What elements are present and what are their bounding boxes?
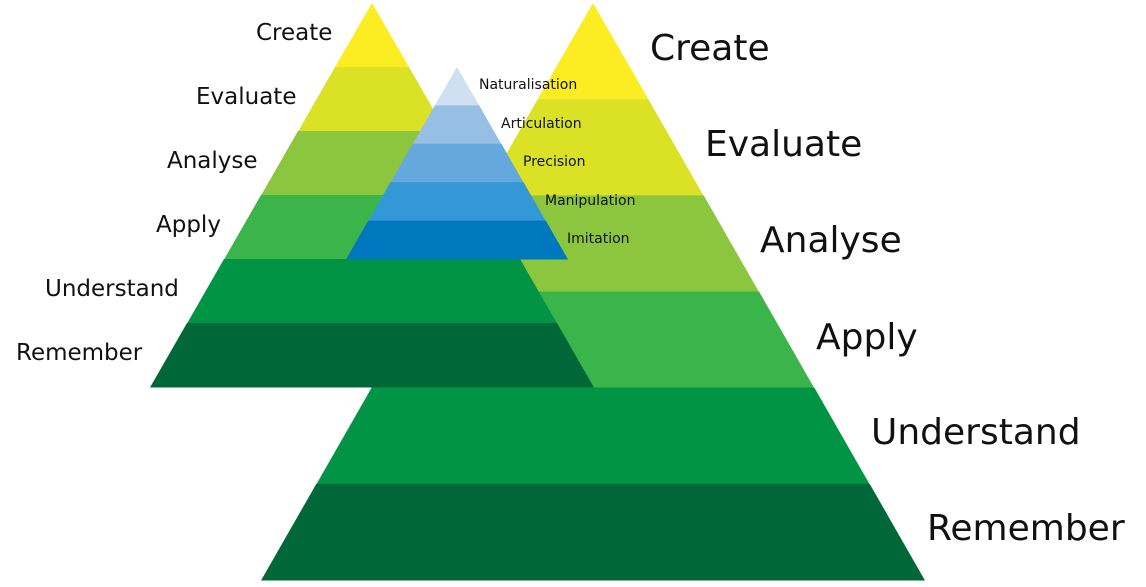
large-label-understand: Understand bbox=[871, 412, 1081, 453]
large-level-create bbox=[537, 3, 649, 100]
blue-label-articulation: Articulation bbox=[501, 116, 582, 132]
blue-label-imitation: Imitation bbox=[567, 231, 630, 247]
small-level-evaluate bbox=[298, 67, 446, 132]
psychomotor-level-articulation bbox=[412, 105, 502, 145]
large-label-evaluate: Evaluate bbox=[705, 124, 863, 165]
small-label-remember: Remember bbox=[16, 340, 143, 366]
small-label-create: Create bbox=[256, 20, 333, 46]
small-label-apply: Apply bbox=[156, 212, 221, 238]
large-level-remember bbox=[261, 483, 925, 581]
psychomotor-level-naturalisation bbox=[434, 67, 480, 106]
blue-label-naturalisation: Naturalisation bbox=[479, 77, 578, 93]
small-level-create bbox=[335, 3, 409, 67]
psychomotor-pyramid bbox=[346, 67, 568, 260]
large-label-create: Create bbox=[650, 28, 770, 69]
large-label-remember: Remember bbox=[927, 508, 1125, 549]
blue-label-manipulation: Manipulation bbox=[545, 193, 636, 209]
large-label-apply: Apply bbox=[816, 317, 918, 358]
small-label-evaluate: Evaluate bbox=[196, 84, 297, 110]
large-level-understand bbox=[316, 387, 870, 485]
small-level-understand bbox=[187, 259, 557, 324]
small-label-analyse: Analyse bbox=[167, 148, 258, 174]
psychomotor-level-imitation bbox=[346, 220, 568, 260]
small-level-remember bbox=[150, 323, 594, 388]
large-level-evaluate bbox=[482, 99, 704, 196]
blue-label-precision: Precision bbox=[523, 154, 586, 170]
psychomotor-level-manipulation bbox=[368, 182, 546, 222]
small-label-understand: Understand bbox=[45, 276, 179, 302]
large-label-analyse: Analyse bbox=[760, 220, 902, 261]
psychomotor-level-precision bbox=[390, 143, 524, 183]
